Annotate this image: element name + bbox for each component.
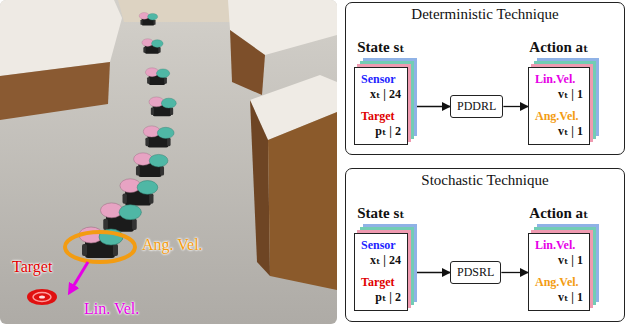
vector-stack: State sₜSensorxₜ | 24Targetpₜ | 2 bbox=[354, 67, 408, 145]
field-size: vₜ | 1 bbox=[535, 87, 583, 102]
photo-label: Lin. Vel. bbox=[84, 300, 139, 318]
vector-stack: Action aₜLin.Vel.vₜ | 1Ang.Vel.vₜ | 1 bbox=[528, 67, 590, 145]
field-name: Ang.Vel. bbox=[535, 109, 583, 124]
field-size: pₜ | 2 bbox=[361, 124, 401, 139]
technique-panel: Deterministic TechniqueState sₜ Sensorxₜ … bbox=[345, 2, 625, 155]
linear-arrow bbox=[71, 262, 88, 290]
flow-arrow bbox=[408, 106, 450, 107]
photo-label: Target bbox=[12, 258, 52, 276]
network-box: PDDRL bbox=[450, 95, 503, 118]
stack-heading: Action aₜ bbox=[529, 204, 588, 222]
photo-scene bbox=[0, 0, 337, 324]
field-size: vₜ | 1 bbox=[535, 290, 583, 305]
angular-ring bbox=[65, 232, 135, 262]
field-name: Target bbox=[361, 109, 401, 124]
robot-photo bbox=[0, 0, 337, 324]
stack-heading: State sₜ bbox=[357, 38, 405, 56]
flow-arrow bbox=[408, 272, 450, 273]
field-name: Sensor bbox=[361, 238, 401, 253]
field-name: Target bbox=[361, 275, 401, 290]
panel-title: Stochastic Technique bbox=[346, 172, 624, 189]
field-size: pₜ | 2 bbox=[361, 290, 401, 305]
vector-stack: Action aₜLin.Vel.vₜ | 1Ang.Vel.vₜ | 1 bbox=[528, 233, 590, 311]
flow-arrow bbox=[501, 272, 528, 273]
field-size: vₜ | 1 bbox=[535, 124, 583, 139]
field-name: Lin.Vel. bbox=[535, 72, 583, 87]
field-name: Sensor bbox=[361, 72, 401, 87]
field-name: Ang.Vel. bbox=[535, 275, 583, 290]
field-size: xₜ | 24 bbox=[361, 87, 401, 102]
panel-title: Deterministic Technique bbox=[346, 6, 624, 23]
vector-stack: State sₜSensorxₜ | 24Targetpₜ | 2 bbox=[354, 233, 408, 311]
field-size: vₜ | 1 bbox=[535, 253, 583, 268]
stack-heading: Action aₜ bbox=[529, 38, 588, 56]
network-name: PDDRL bbox=[457, 99, 496, 114]
photo-label: Ang. Vel. bbox=[142, 236, 203, 254]
field-size: xₜ | 24 bbox=[361, 253, 401, 268]
field-name: Lin.Vel. bbox=[535, 238, 583, 253]
technique-panel: Stochastic TechniqueState sₜ Sensorxₜ | 2… bbox=[345, 168, 625, 322]
stack-heading: State sₜ bbox=[357, 204, 405, 222]
target-marker bbox=[27, 289, 57, 305]
network-name: PDSRL bbox=[457, 265, 494, 280]
flow-arrow bbox=[503, 106, 528, 107]
network-box: PDSRL bbox=[450, 261, 501, 284]
